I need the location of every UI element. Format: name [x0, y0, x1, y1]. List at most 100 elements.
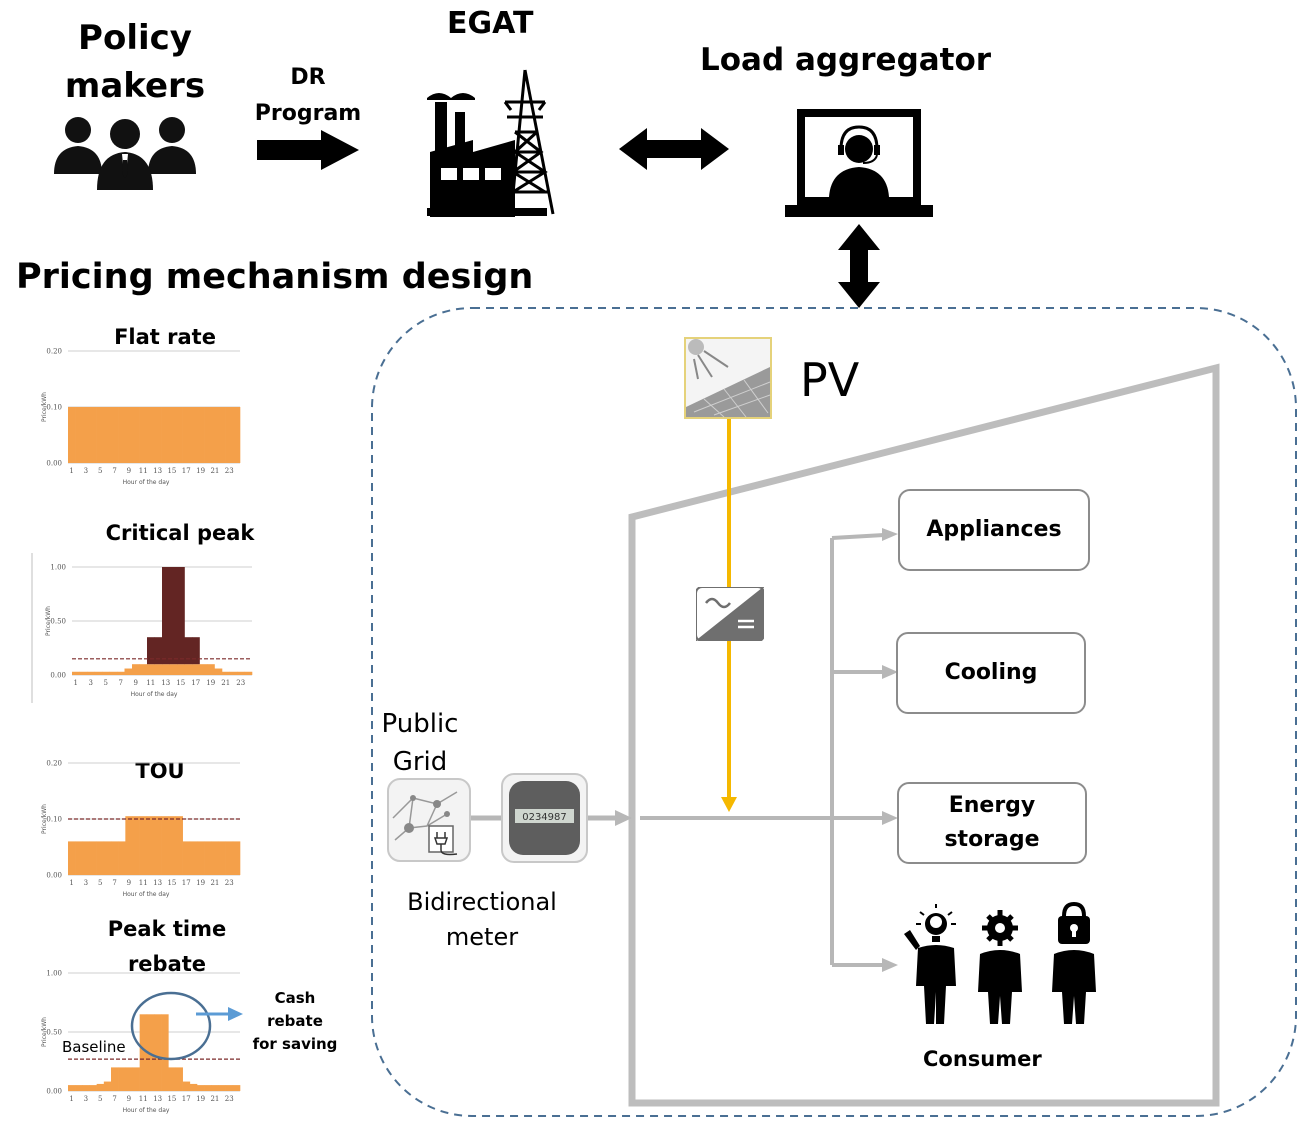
bar — [229, 671, 238, 675]
bar — [169, 664, 178, 675]
y-axis-label: Price/kWh — [41, 804, 48, 834]
x-tick-label: 19 — [206, 679, 215, 687]
x-tick-label: 17 — [182, 467, 191, 475]
bar — [89, 841, 97, 875]
bar — [154, 637, 163, 665]
bar — [147, 664, 155, 675]
x-tick-label: 7 — [112, 467, 116, 475]
bar — [182, 1081, 191, 1091]
cooling-box: Cooling — [896, 632, 1086, 714]
dashed-system-boundary — [371, 307, 1297, 1117]
bar — [68, 841, 76, 875]
bar — [197, 1085, 205, 1091]
y-tick-label: 1.00 — [46, 970, 62, 978]
x-tick-label: 19 — [196, 1095, 205, 1103]
x-tick-label: 15 — [167, 879, 176, 887]
bar — [68, 407, 76, 463]
bar — [82, 407, 90, 463]
x-tick-label: 7 — [112, 1095, 116, 1103]
x-tick-label: 5 — [104, 679, 108, 687]
x-tick-label: 7 — [119, 679, 123, 687]
critical-peak-title: Critical peak — [105, 521, 255, 545]
bar — [139, 816, 148, 875]
pv-label: PV — [800, 353, 860, 407]
bar — [225, 841, 234, 875]
x-tick-label: 17 — [182, 879, 191, 887]
x-tick-label: 21 — [210, 879, 219, 887]
y-axis-label: Price/kWh — [45, 606, 52, 636]
x-tick-label: 3 — [84, 879, 88, 887]
bar — [197, 407, 205, 463]
bar — [111, 841, 119, 875]
bar — [168, 1067, 176, 1091]
bar — [109, 671, 118, 675]
load-aggregator-label: Load aggregator — [700, 42, 992, 78]
bar — [214, 668, 223, 675]
y-tick-label: 0.00 — [46, 460, 62, 468]
bidirectional-meter-icon: 0234987 — [501, 773, 588, 863]
x-tick-label: 17 — [182, 1095, 191, 1103]
bar — [232, 1085, 241, 1091]
bar — [182, 407, 191, 463]
bar — [169, 567, 178, 665]
y-tick-label: 0.20 — [46, 348, 62, 356]
bar — [125, 1067, 133, 1091]
bar — [237, 671, 245, 675]
x-tick-label: 21 — [210, 467, 219, 475]
x-tick-label: 5 — [98, 1095, 102, 1103]
bar — [211, 407, 219, 463]
section-title: Pricing mechanism design — [16, 257, 534, 297]
rebate-highlight — [130, 991, 243, 1061]
bar — [75, 1085, 83, 1091]
bar — [89, 407, 97, 463]
bar — [102, 671, 110, 675]
bar — [197, 841, 205, 875]
x-tick-label: 13 — [153, 467, 162, 475]
bar — [118, 407, 126, 463]
bar — [75, 841, 83, 875]
bar — [162, 567, 170, 665]
baseline-label: Baseline — [62, 1038, 126, 1056]
x-tick-label: 23 — [225, 467, 234, 475]
bar — [218, 841, 226, 875]
x-tick-label: 9 — [127, 879, 131, 887]
bar — [211, 1085, 219, 1091]
bar — [72, 671, 80, 675]
bar — [146, 407, 155, 463]
x-tick-label: 9 — [127, 1095, 131, 1103]
bar — [154, 1014, 162, 1091]
bar — [96, 407, 105, 463]
x-tick-label: 13 — [153, 1095, 162, 1103]
bar — [111, 407, 119, 463]
x-tick-label: 15 — [176, 679, 185, 687]
bar — [218, 407, 226, 463]
x-tick-label: 7 — [112, 879, 116, 887]
bar — [68, 1085, 76, 1091]
y-tick-label: 0.00 — [50, 672, 66, 680]
bar — [124, 668, 133, 675]
bar — [139, 1014, 148, 1091]
policy-makers-label: Policy makers — [64, 18, 206, 106]
meter-display-text: 0234987 — [522, 812, 567, 823]
energy-storage-box: Energy storage — [897, 782, 1087, 864]
bar — [147, 637, 155, 665]
x-tick-label: 19 — [196, 467, 205, 475]
bar — [204, 407, 212, 463]
bar — [118, 841, 126, 875]
x-tick-label: 15 — [167, 467, 176, 475]
x-tick-label: 9 — [127, 467, 131, 475]
dr-program-arrow — [257, 130, 359, 170]
consumer-label: Consumer — [923, 1047, 1042, 1071]
x-axis-label: Hour of the day — [123, 1107, 170, 1114]
bar — [204, 841, 212, 875]
x-tick-label: 21 — [210, 1095, 219, 1103]
pv-arrowhead — [721, 797, 737, 812]
bar — [154, 664, 163, 675]
bar — [232, 407, 241, 463]
cash-rebate-label: Cash rebate for saving — [252, 989, 338, 1053]
house-outline — [628, 363, 1220, 1107]
